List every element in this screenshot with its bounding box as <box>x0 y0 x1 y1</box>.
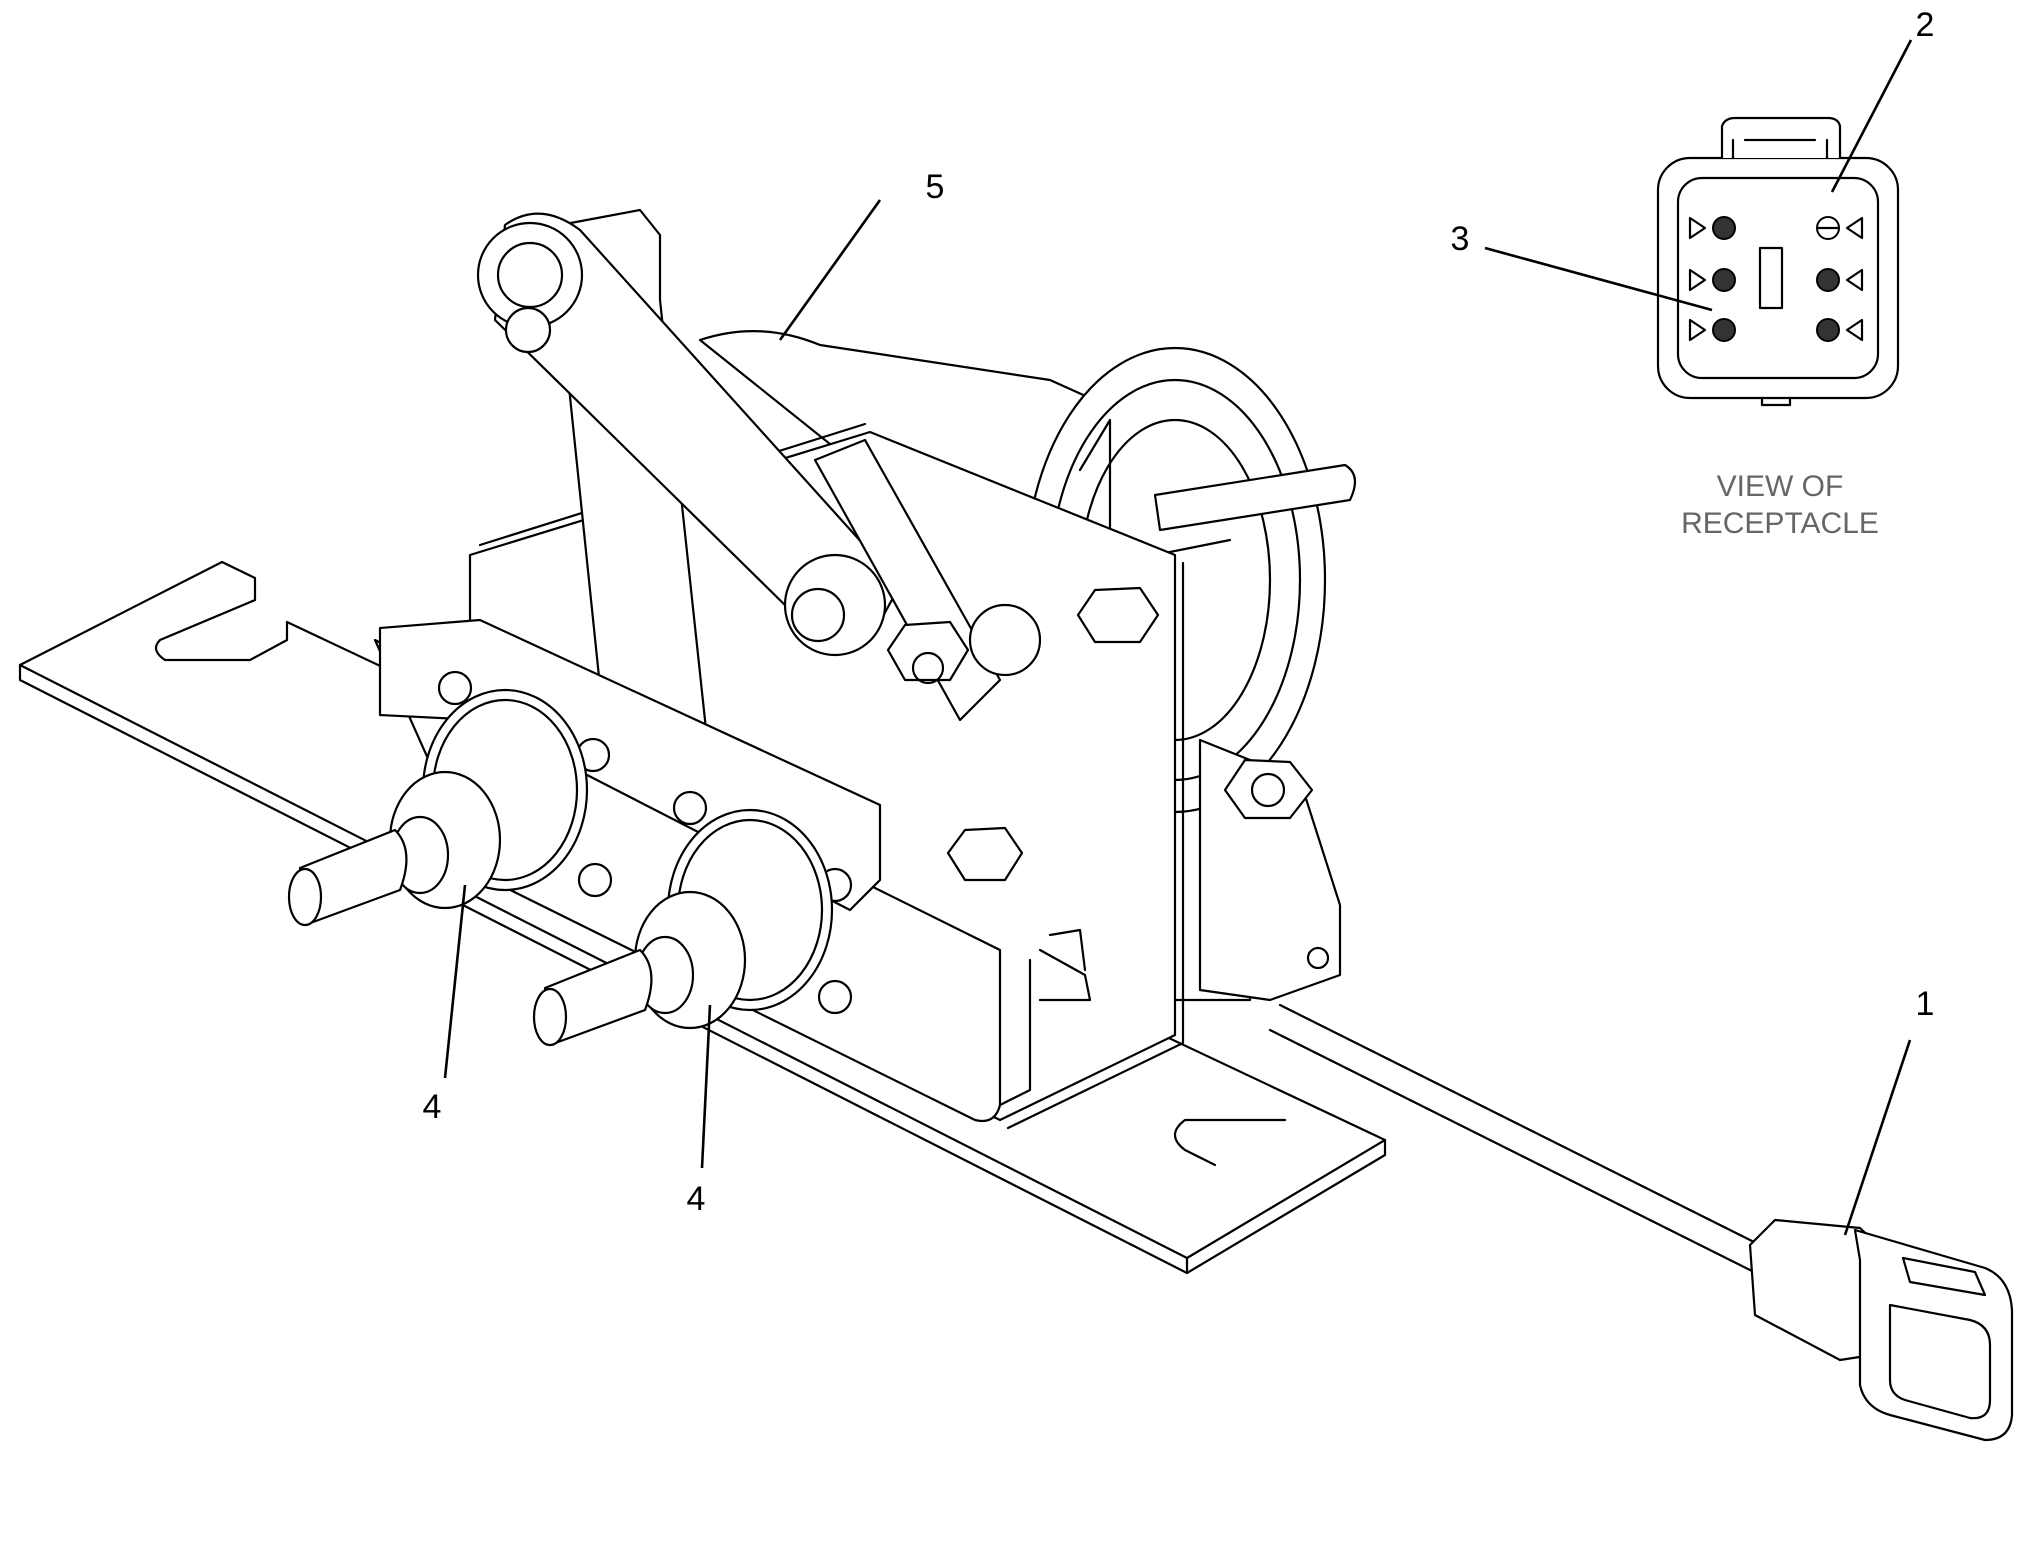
receptacle-pin <box>1712 216 1840 342</box>
connector-plug <box>1748 1218 2014 1442</box>
caption-line-1: VIEW OF <box>1717 470 1844 503</box>
receptacle-view <box>1656 116 1900 407</box>
leader-lines <box>443 39 1913 1236</box>
callout-4-upper-knob: 4 <box>423 1088 442 1126</box>
callout-5: 5 <box>926 168 945 206</box>
caption-line-2: RECEPTACLE <box>1681 507 1879 540</box>
knob-assembly-upper <box>287 688 589 927</box>
knob-assembly-lower <box>532 808 834 1047</box>
callout-2: 2 <box>1916 6 1935 44</box>
callout-1: 1 <box>1916 985 1935 1023</box>
callout-3: 3 <box>1451 220 1470 258</box>
cable <box>1268 1003 1772 1277</box>
callout-4-lower-knob: 4 <box>687 1180 706 1218</box>
